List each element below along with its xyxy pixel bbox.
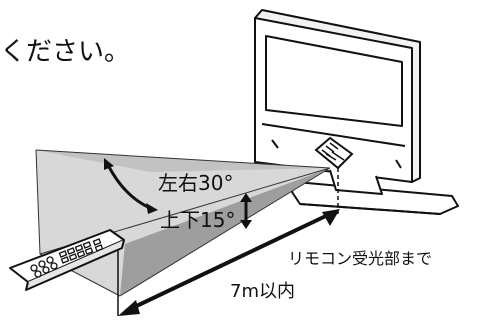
remote-icon [9,229,125,291]
horizontal-angle-label: 左右30° [158,171,233,195]
vertical-angle-label: 上下15° [160,208,235,232]
caption-fragment: ください。 [0,37,130,67]
distance-label: 7m以内 [230,281,295,302]
vertical-angle-arrow [240,193,252,229]
receiver-reference-label: リモコン受光部まで [288,249,432,268]
ir-receiver-icon [314,136,354,170]
signal-range-cone [35,149,331,297]
tv-icon [254,9,459,215]
horizontal-angle-arrow [104,158,158,214]
distance-arrow [118,209,340,316]
